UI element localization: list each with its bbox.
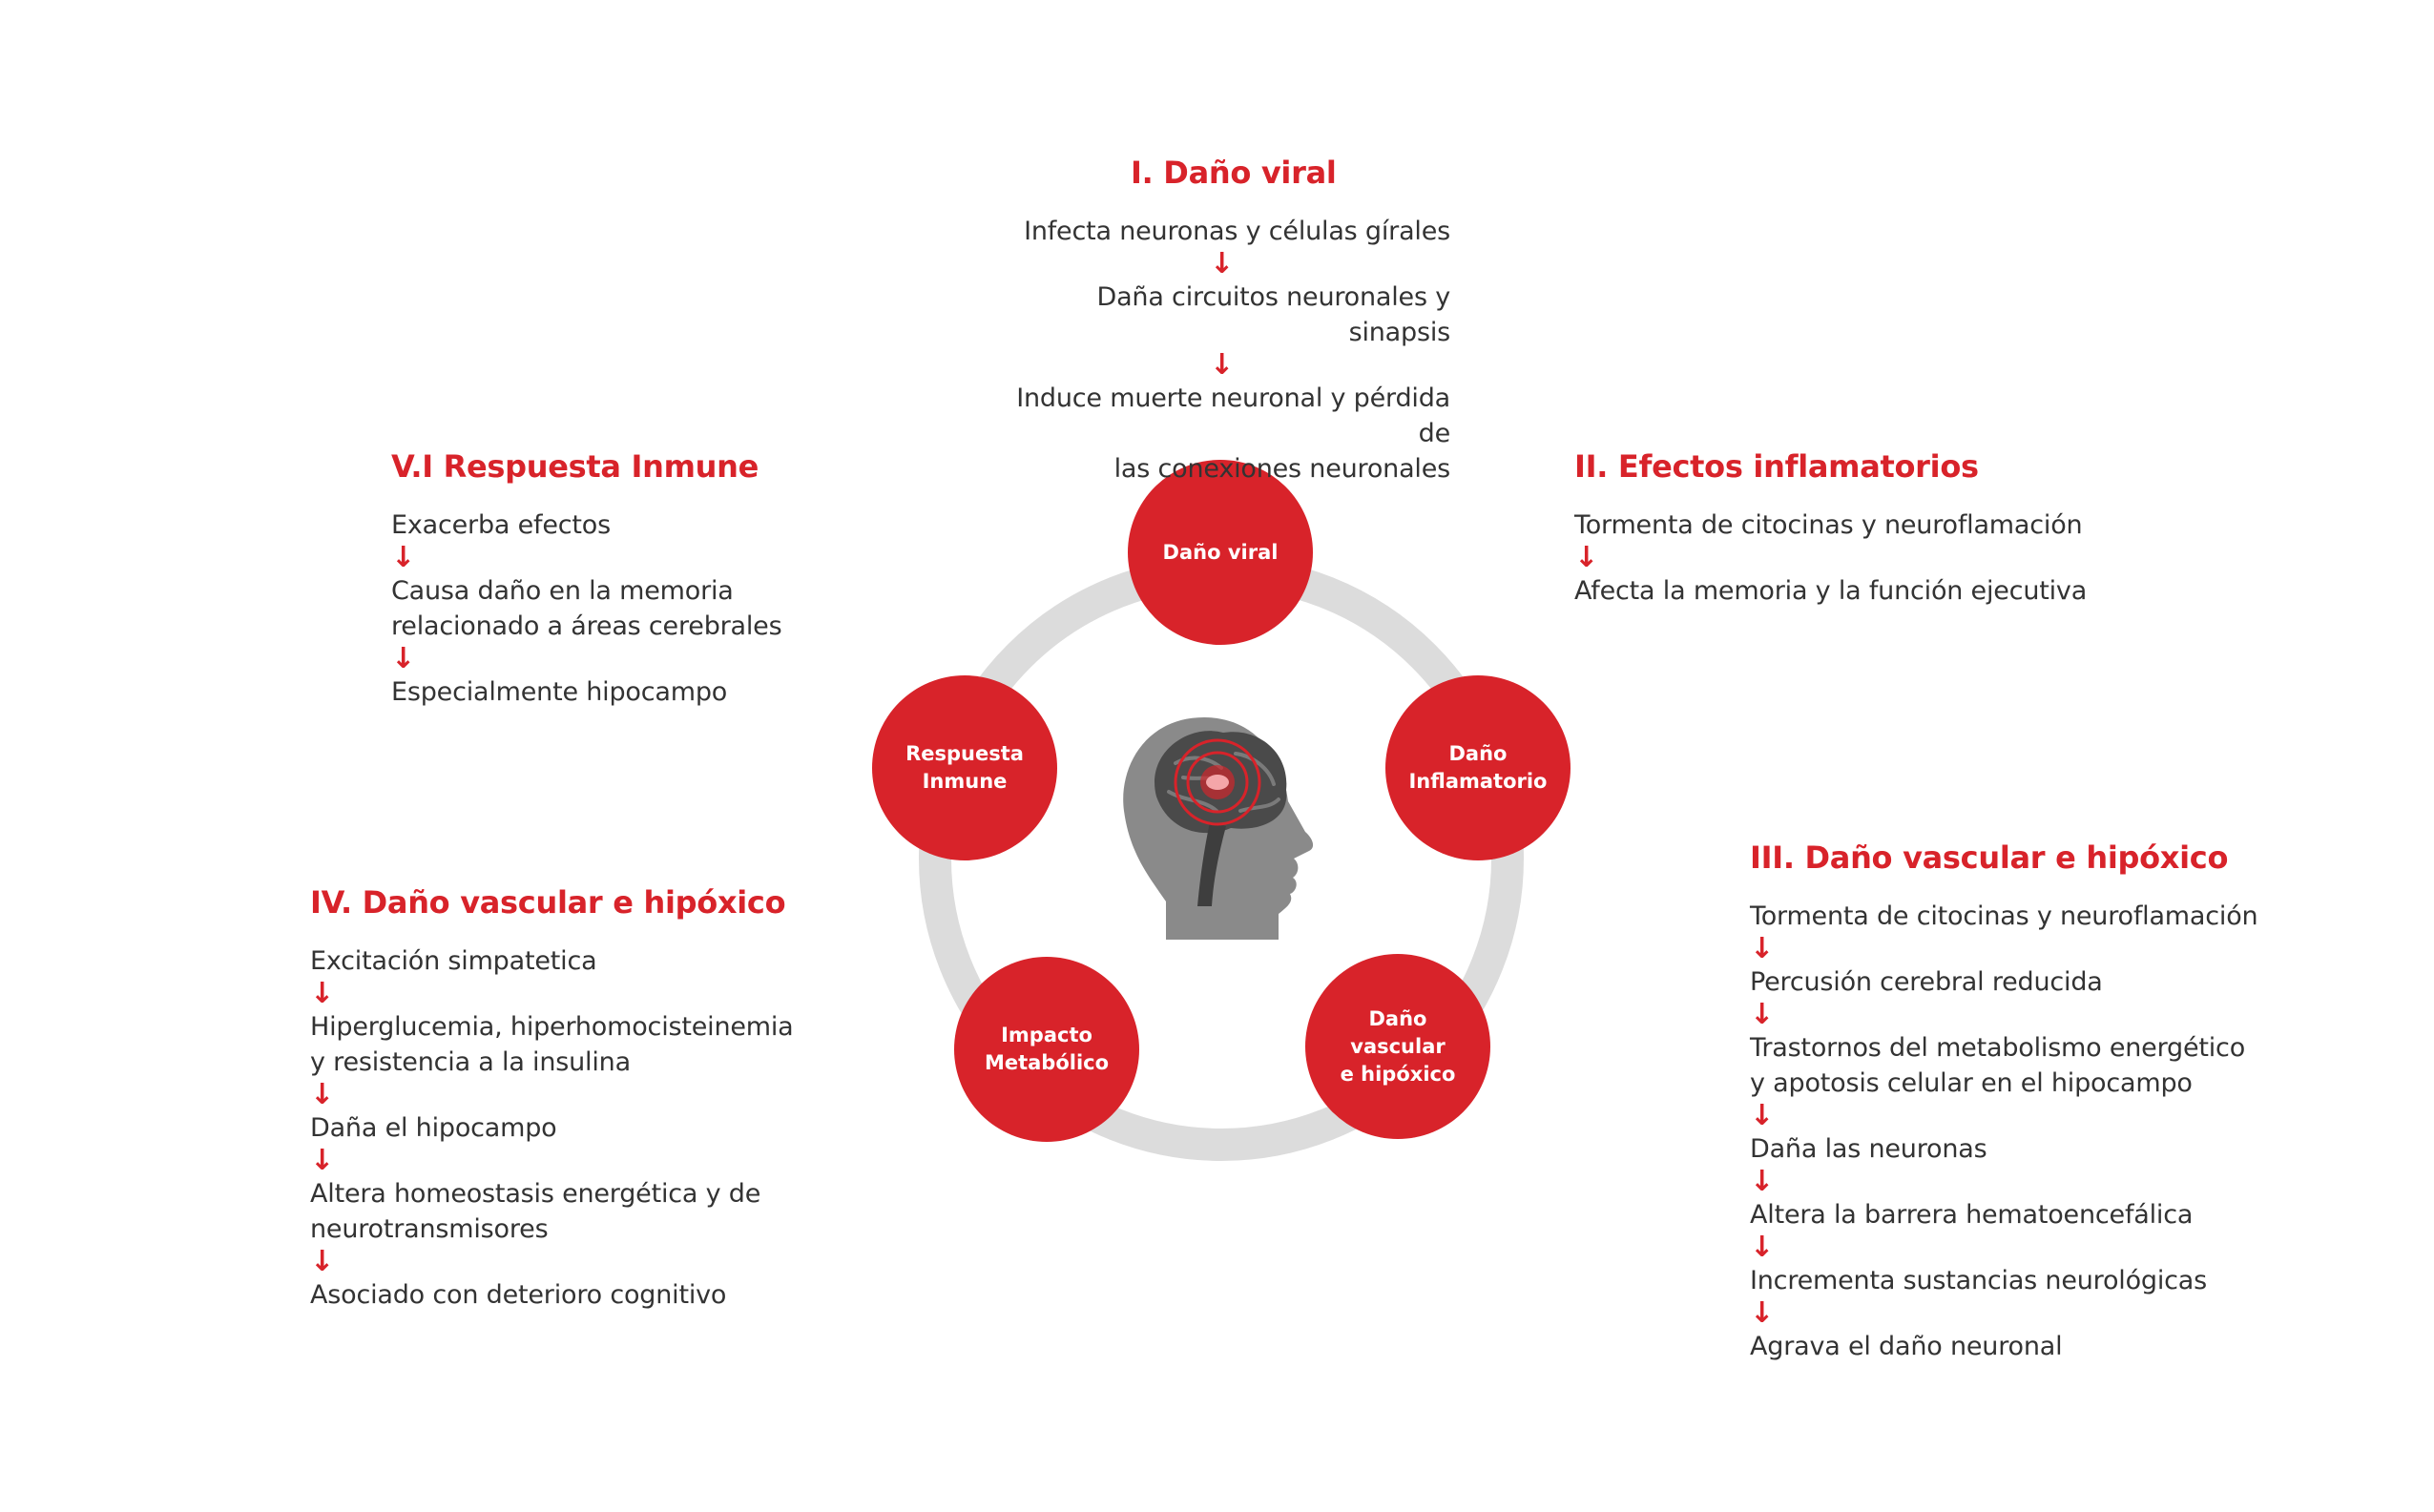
step-list: Exacerba efectos ↓ Causa daño en la memo…: [391, 507, 849, 710]
step-text: Exacerba efectos: [391, 510, 611, 540]
step-text: Trastornos del metabolismo energético y …: [1750, 1033, 2246, 1098]
step-text: Infecta neuronas y células gírales: [1024, 217, 1450, 246]
down-arrow-icon: ↓: [1750, 1165, 1774, 1198]
step-text: Tormenta de citocinas y neuroflamación: [1574, 510, 2083, 540]
section-title: I. Daño viral: [1131, 155, 1337, 191]
step-text: Especialmente hipocampo: [391, 677, 728, 707]
down-arrow-icon: ↓: [1750, 932, 1774, 965]
section-title: V.I Respuesta Inmune: [391, 448, 759, 485]
step-text: Daña circuitos neuronales y sinapsis: [1096, 282, 1450, 347]
section-vascular-hypoxic-right: III. Daño vascular e hipóxico Tormenta d…: [1750, 839, 2284, 1364]
step-text: Causa daño en la memoria relacionado a á…: [391, 576, 782, 641]
step-text: Induce muerte neuronal y pérdida de las …: [1016, 383, 1450, 484]
node-vascular-hypoxic: Daño vascular e hipóxico: [1305, 954, 1490, 1139]
step-text: Tormenta de citocinas y neuroflamación: [1750, 901, 2258, 931]
down-arrow-icon: ↓: [1574, 541, 1598, 574]
step-text: Altera la barrera hematoencefálica: [1750, 1200, 2194, 1230]
node-inflammatory-damage: Daño Inflamatorio: [1385, 675, 1571, 860]
down-arrow-icon: ↓: [1750, 1099, 1774, 1132]
step-list: Tormenta de citocinas y neuroflamación ↓…: [1574, 507, 2109, 609]
step-text: Daña las neuronas: [1750, 1134, 1987, 1164]
step-text: Excitación simpatetica: [310, 946, 597, 976]
section-immune-response: V.I Respuesta Inmune Exacerba efectos ↓ …: [391, 448, 849, 710]
down-arrow-icon: ↓: [1750, 998, 1774, 1031]
step-text: Agrava el daño neuronal: [1750, 1332, 2063, 1361]
node-metabolic-impact: Impacto Metabólico: [954, 957, 1139, 1142]
step-list: Tormenta de citocinas y neuroflamación ↓…: [1750, 899, 2284, 1364]
step-text: Daña el hipocampo: [310, 1113, 557, 1143]
section-title: II. Efectos inflamatorios: [1574, 448, 1979, 485]
step-list: Excitación simpatetica ↓ Hiperglucemia, …: [310, 943, 806, 1313]
section-inflammatory-effects: II. Efectos inflamatorios Tormenta de ci…: [1574, 448, 2109, 609]
step-text: Asociado con deterioro cognitivo: [310, 1280, 727, 1310]
down-arrow-icon: ↓: [1210, 247, 1234, 280]
step-text: Percusión cerebral reducida: [1750, 967, 2103, 997]
down-arrow-icon: ↓: [391, 541, 415, 574]
down-arrow-icon: ↓: [310, 1144, 334, 1177]
brain-head-icon: [1123, 717, 1314, 940]
node-viral-damage: Daño viral: [1128, 460, 1313, 645]
step-list: Infecta neuronas y células gírales ↓ Dañ…: [992, 214, 1450, 487]
down-arrow-icon: ↓: [310, 1245, 334, 1278]
down-arrow-icon: ↓: [391, 642, 415, 675]
section-viral-damage: I. Daño viral Infecta neuronas y células…: [992, 155, 1450, 487]
down-arrow-icon: ↓: [310, 1078, 334, 1111]
down-arrow-icon: ↓: [1210, 348, 1234, 382]
step-text: Hiperglucemia, hiperhomocisteinemia y re…: [310, 1012, 794, 1077]
down-arrow-icon: ↓: [1750, 1296, 1774, 1330]
step-text: Incrementa sustancias neurológicas: [1750, 1266, 2207, 1295]
down-arrow-icon: ↓: [1750, 1231, 1774, 1264]
node-immune-response: Respuesta Inmune: [872, 675, 1057, 860]
step-text: Afecta la memoria y la función ejecutiva: [1574, 576, 2088, 606]
down-arrow-icon: ↓: [310, 977, 334, 1010]
section-title: III. Daño vascular e hipóxico: [1750, 839, 2229, 876]
section-vascular-hypoxic-left: IV. Daño vascular e hipóxico Excitación …: [310, 884, 806, 1313]
section-title: IV. Daño vascular e hipóxico: [310, 884, 786, 921]
step-text: Altera homeostasis energética y de neuro…: [310, 1179, 761, 1244]
